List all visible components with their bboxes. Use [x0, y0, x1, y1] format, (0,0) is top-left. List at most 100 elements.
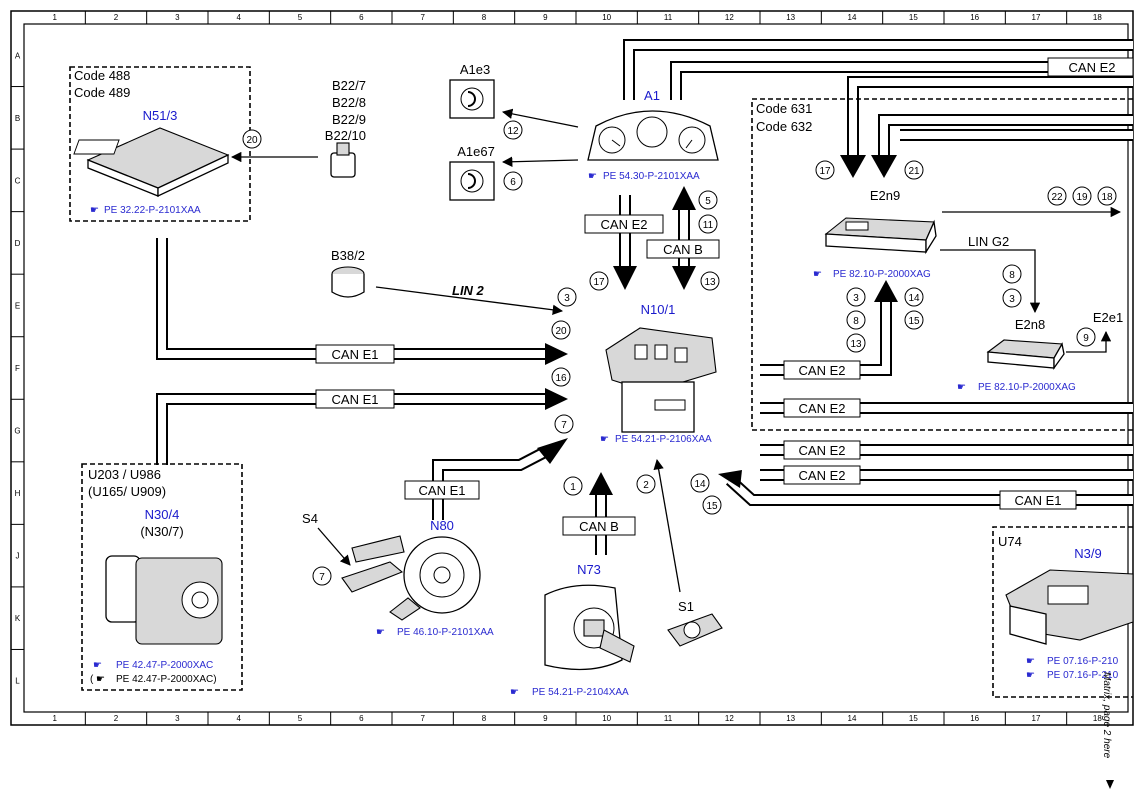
grid-column-label: 6	[359, 13, 364, 22]
n73-ref: PE 54.21-P-2104XAA	[532, 687, 629, 698]
group-label-u203: U203 / U986	[88, 467, 161, 482]
group-box-code-631	[751, 98, 1133, 431]
grid-labels: 1122334455667788991010111112121313141415…	[11, 11, 1102, 725]
grid-row-label: G	[14, 427, 20, 436]
n3-9-ref-2: PE 07.16-P-210	[1047, 670, 1119, 681]
grid-column-label: 18	[1093, 714, 1102, 723]
lin-g2-line	[940, 249, 1041, 314]
circle-18	[1097, 186, 1117, 206]
grid-row-label: L	[15, 677, 20, 686]
grid-column-label: 9	[543, 13, 548, 22]
grid-row-label: K	[15, 614, 21, 623]
bus-arrowheads	[537, 155, 898, 495]
circle-1-text: 1	[570, 482, 576, 493]
grid-column-label: 4	[236, 13, 241, 22]
grid-column-label: 3	[175, 13, 180, 22]
group-label-u74: U74	[998, 534, 1022, 549]
circle-5	[698, 190, 718, 210]
circle-9-text: 9	[1083, 333, 1089, 344]
grid-column-label: 14	[848, 13, 857, 22]
bus-label-can-b: CAN B	[663, 242, 703, 257]
grid-row-label: D	[15, 239, 21, 248]
n30-4-module	[105, 555, 223, 645]
circle-3	[557, 287, 577, 307]
circle-22	[1047, 186, 1067, 206]
n3-9-ref-1: PE 07.16-P-210	[1047, 656, 1119, 667]
a1-ref: PE 54.30-P-2101XAA	[603, 171, 700, 182]
n30-4-ref: PE 42.47-P-2000XAC	[116, 660, 213, 671]
grid-column-label: 10	[602, 13, 611, 22]
circle-13-e2	[846, 333, 866, 353]
group-label-code-488: Code 488	[74, 68, 130, 83]
circle-11	[698, 214, 718, 234]
bus-label-can-e2: CAN E2	[799, 443, 846, 458]
circle-21-text: 21	[908, 166, 920, 177]
e2n9-label: E2n9	[870, 188, 900, 203]
b22-sensor	[330, 142, 356, 178]
circle-7-s4-text: 7	[319, 572, 325, 583]
circle-14-text: 14	[694, 479, 706, 490]
e2e1-label: E2e1	[1093, 310, 1123, 325]
circle-5-text: 5	[705, 196, 711, 207]
side-note: Matrix, page 2 here	[1101, 672, 1112, 759]
grid-column-label: 1	[52, 714, 57, 723]
s4-label: S4	[302, 511, 318, 526]
circle-13	[700, 271, 720, 291]
b22-8-label: B22/8	[332, 95, 366, 110]
n51-3-label: N51/3	[143, 108, 178, 123]
grid-column-label: 13	[786, 13, 795, 22]
circle-9	[1076, 327, 1096, 347]
bus-labels: CAN E1 CAN E1 CAN E1 CAN E2 CAN B CAN B …	[315, 57, 1134, 536]
n51-3-module	[73, 127, 230, 198]
grid-column-label: 16	[970, 13, 979, 22]
grid-column-label: 11	[664, 13, 673, 22]
circle-11-text: 11	[703, 220, 714, 231]
grid-column-label: 12	[725, 714, 734, 723]
grid-column-label: 7	[420, 714, 425, 723]
grid-column-label: 18	[1093, 13, 1102, 22]
grid-row-label: E	[15, 301, 20, 310]
book-icon: ☛	[813, 269, 822, 280]
circle-17-e2n9-text: 17	[819, 166, 831, 177]
a1-label: A1	[644, 88, 660, 103]
grid-column-label: 4	[236, 714, 241, 723]
bus-label-can-e1: CAN E1	[419, 483, 466, 498]
e2n9-module	[824, 217, 937, 255]
circle-17-e2n9	[815, 160, 835, 180]
arrow-e2n8-to-e2e1	[1066, 330, 1112, 353]
n80-ref: PE 46.10-P-2101XAA	[397, 627, 494, 638]
grid-column-label: 2	[114, 13, 119, 22]
circle-7-s4	[312, 566, 332, 586]
lin-g2-label: LIN G2	[968, 234, 1009, 249]
circle-2	[636, 474, 656, 494]
bus-label-can-e1: CAN E1	[1015, 493, 1062, 508]
circle-18-text: 18	[1101, 192, 1113, 203]
book-icon: ☛	[510, 687, 519, 698]
b38-2-sensor	[331, 266, 365, 298]
bus-label-can-e1: CAN E1	[332, 347, 379, 362]
group-box-u74	[992, 526, 1133, 698]
circle-8-e2-text: 8	[853, 316, 859, 327]
b22-10-label: B22/10	[325, 128, 366, 143]
circle-14	[690, 473, 710, 493]
circle-3-e2	[846, 287, 866, 307]
grid-row-label: A	[15, 51, 21, 60]
circle-15-e2	[904, 310, 924, 330]
book-icon: ☛	[93, 660, 102, 671]
grid-column-label: 9	[543, 714, 548, 723]
circle-1	[563, 476, 583, 496]
arrow-a1-to-a1e3	[501, 108, 579, 128]
a1-instrument-cluster	[587, 110, 719, 161]
e2n8-module	[986, 339, 1065, 371]
a1e3-label: A1e3	[460, 62, 490, 77]
circle-8-e2	[846, 310, 866, 330]
circle-3-text: 3	[564, 293, 570, 304]
grid-column-label: 6	[359, 714, 364, 723]
circle-3-lin	[1002, 288, 1022, 308]
circle-3-e2-text: 3	[853, 293, 859, 304]
grid-column-label: 13	[786, 714, 795, 723]
circle-15-text: 15	[706, 501, 718, 512]
grid-row-label: J	[16, 552, 20, 561]
circle-19	[1072, 186, 1092, 206]
circle-19-text: 19	[1076, 192, 1088, 203]
